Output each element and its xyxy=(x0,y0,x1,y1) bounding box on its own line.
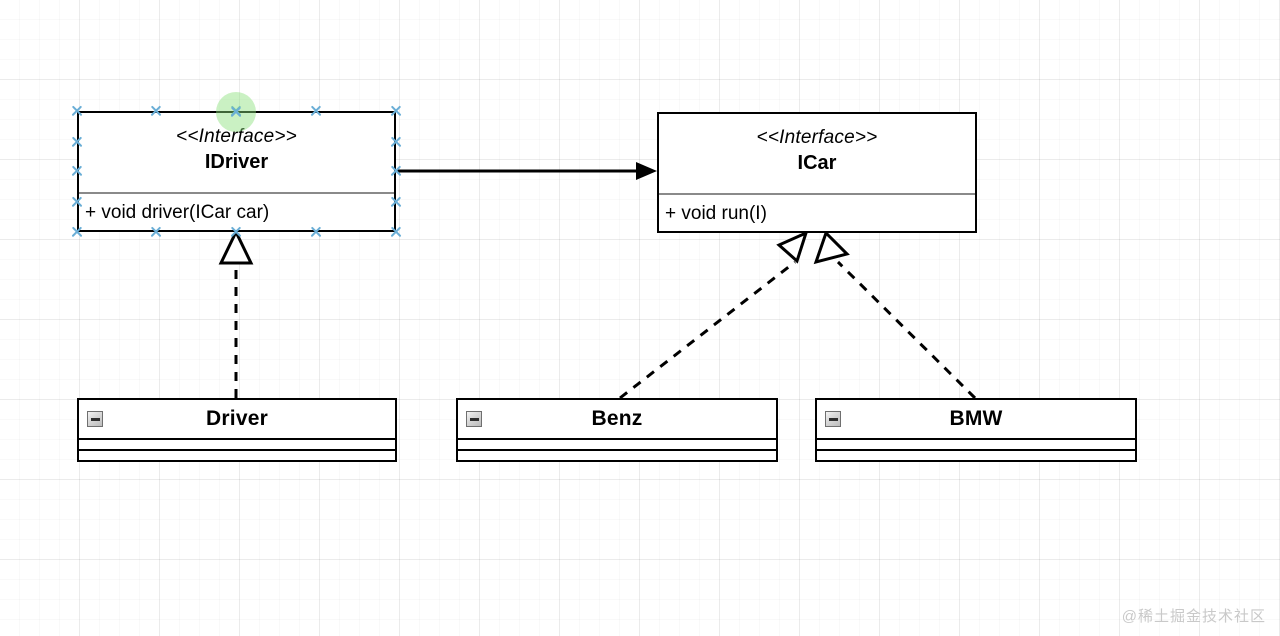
handle-left-quarter-b[interactable] xyxy=(71,196,84,209)
handle-left-middle[interactable] xyxy=(71,165,84,178)
driver-attributes-compartment xyxy=(79,438,395,449)
idriver-name: IDriver xyxy=(204,151,269,173)
handle-bottom-center[interactable] xyxy=(230,226,243,239)
collapse-minus-icon[interactable] xyxy=(466,411,482,427)
driver-name: Driver xyxy=(206,407,268,430)
benz-attributes-compartment xyxy=(458,438,776,449)
node-driver[interactable]: Driver xyxy=(77,398,397,462)
idriver-header: <<Interface>> IDriver xyxy=(79,113,394,194)
benz-name: Benz xyxy=(591,407,643,430)
idriver-members: + void driver(ICar car) xyxy=(79,194,394,225)
handle-bottom-quarter-r[interactable] xyxy=(310,226,323,239)
edge-idriver-to-icar xyxy=(396,162,657,180)
driver-title-row: Driver xyxy=(79,400,395,438)
icar-member-0: + void run(I) xyxy=(665,203,767,224)
node-icar[interactable]: <<Interface>> ICar + void run(I) xyxy=(657,112,977,233)
handle-bottom-right[interactable] xyxy=(390,226,403,239)
bmw-operations-compartment xyxy=(817,449,1135,460)
edge-benz-to-icar xyxy=(619,230,809,400)
collapse-minus-icon[interactable] xyxy=(87,411,103,427)
handle-top-quarter-l[interactable] xyxy=(150,105,163,118)
bmw-attributes-compartment xyxy=(817,438,1135,449)
handle-left-quarter-t[interactable] xyxy=(71,136,84,149)
edge-driver-to-idriver xyxy=(218,228,254,398)
edge-bmw-to-icar xyxy=(813,230,977,400)
icar-members: + void run(I) xyxy=(659,195,975,226)
handle-top-left[interactable] xyxy=(71,105,84,118)
handle-bottom-left[interactable] xyxy=(71,226,84,239)
idriver-stereotype: <<Interface>> xyxy=(176,126,297,147)
driver-operations-compartment xyxy=(79,449,395,460)
node-bmw[interactable]: BMW xyxy=(815,398,1137,462)
benz-operations-compartment xyxy=(458,449,776,460)
icar-header: <<Interface>> ICar xyxy=(659,114,975,195)
handle-top-right[interactable] xyxy=(390,105,403,118)
icar-stereotype: <<Interface>> xyxy=(756,127,878,148)
handle-top-quarter-r[interactable] xyxy=(310,105,323,118)
handle-bottom-quarter-l[interactable] xyxy=(150,226,163,239)
handle-right-middle[interactable] xyxy=(390,165,403,178)
node-idriver[interactable]: <<Interface>> IDriver + void driver(ICar… xyxy=(77,111,396,232)
benz-title-row: Benz xyxy=(458,400,776,438)
icar-name: ICar xyxy=(797,152,837,174)
bmw-title-row: BMW xyxy=(817,400,1135,438)
handle-right-quarter-b[interactable] xyxy=(390,196,403,209)
watermark: @稀土掘金技术社区 xyxy=(1121,608,1266,625)
collapse-minus-icon[interactable] xyxy=(825,411,841,427)
handle-right-quarter-t[interactable] xyxy=(390,136,403,149)
bmw-name: BMW xyxy=(949,407,1003,430)
handle-top-center-hovered[interactable] xyxy=(230,106,243,119)
idriver-member-0: + void driver(ICar car) xyxy=(85,202,270,223)
node-benz[interactable]: Benz xyxy=(456,398,778,462)
